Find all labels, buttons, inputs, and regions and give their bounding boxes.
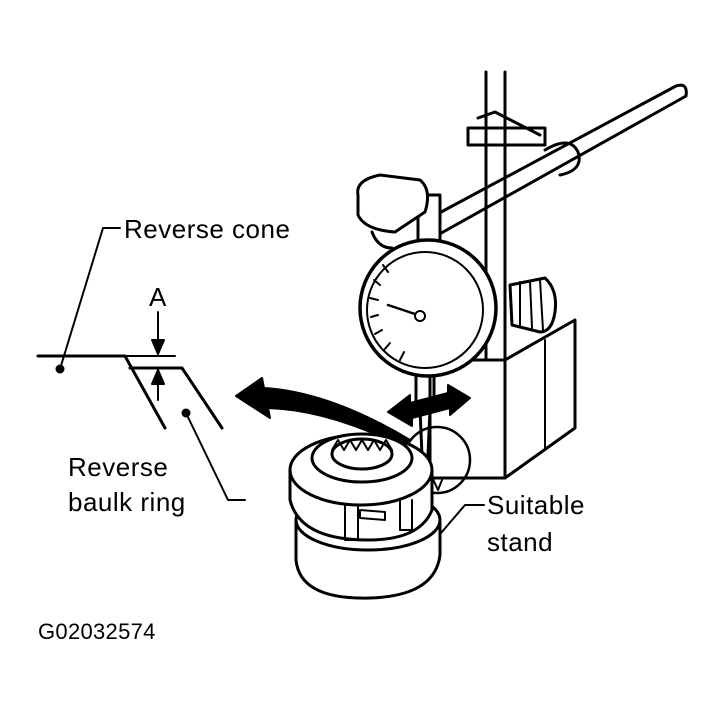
reverse-cone-leader bbox=[59, 227, 121, 370]
reverse-baulk-ring-label-line1: Reverse bbox=[68, 452, 169, 482]
suitable-stand-leader bbox=[434, 504, 485, 541]
left-knob bbox=[356, 173, 430, 234]
knobs bbox=[356, 173, 557, 334]
figure-code: G02032574 bbox=[38, 619, 156, 644]
reverse-cone-label: Reverse cone bbox=[124, 214, 291, 244]
dimension-a-label: A bbox=[149, 282, 167, 312]
reverse-baulk-ring-label-line2: baulk ring bbox=[68, 487, 186, 517]
dial-indicator bbox=[358, 238, 498, 491]
dial-needle bbox=[386, 303, 420, 317]
suitable-stand-label-line2: stand bbox=[487, 527, 554, 557]
synchronizer-assembly bbox=[288, 432, 442, 600]
right-knob bbox=[508, 276, 557, 334]
suitable-stand-label-line1: Suitable bbox=[487, 490, 585, 520]
stand-arm bbox=[428, 83, 688, 238]
leader-lines bbox=[59, 227, 485, 541]
double-arrow bbox=[387, 384, 471, 427]
dimension-a-arrows bbox=[151, 311, 165, 401]
motion-arrows bbox=[235, 377, 471, 449]
baulk-ring-leader bbox=[185, 412, 246, 501]
profile-detail bbox=[36, 311, 224, 430]
baulk-ring-profile bbox=[128, 366, 224, 430]
